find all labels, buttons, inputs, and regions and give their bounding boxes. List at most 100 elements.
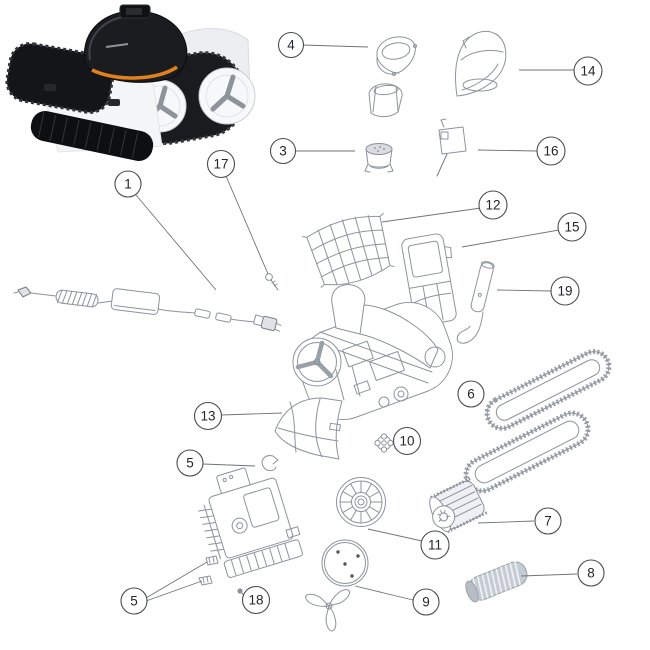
callout-7: 7 bbox=[534, 507, 562, 535]
callout-circle bbox=[114, 170, 142, 198]
leader-line-5b-2 bbox=[145, 580, 203, 602]
callout-4: 4 bbox=[277, 31, 305, 59]
callout-circle bbox=[241, 585, 271, 615]
callout-5-lower: 5 bbox=[120, 587, 148, 615]
callout-number: 5 bbox=[186, 456, 194, 471]
callout-number: 19 bbox=[557, 284, 572, 299]
part-track-belt-upper-drawing bbox=[484, 349, 612, 431]
part-side-panel-drawing bbox=[274, 397, 343, 460]
callout-number: 6 bbox=[467, 387, 475, 402]
part-propeller-drawing bbox=[305, 589, 351, 632]
callout-number: 1 bbox=[124, 177, 132, 192]
callout-number: 16 bbox=[543, 144, 558, 159]
leader-line-15 bbox=[461, 229, 560, 248]
callout-circle bbox=[550, 276, 580, 306]
callout-circle bbox=[412, 588, 440, 616]
callout-16: 16 bbox=[536, 136, 566, 166]
leader-line-13 bbox=[220, 412, 283, 416]
callout-6: 6 bbox=[457, 380, 485, 408]
part-plate-drawing bbox=[321, 539, 369, 587]
part-collar-drawing bbox=[364, 143, 394, 173]
leader-line-5a bbox=[202, 463, 256, 467]
part-gear-nut-drawing bbox=[374, 433, 394, 453]
callouts: 4 14 3 16 17 1 12 15 bbox=[114, 31, 605, 616]
callout-number: 15 bbox=[564, 220, 579, 235]
callout-circle bbox=[120, 587, 148, 615]
callout-13: 13 bbox=[193, 401, 223, 431]
callout-circle bbox=[277, 31, 305, 59]
part-motor-unit-drawing bbox=[198, 467, 303, 578]
leader-line-11 bbox=[367, 528, 423, 542]
front-right-wheel-spokes bbox=[210, 74, 246, 112]
hood bbox=[84, 10, 188, 83]
callout-number: 3 bbox=[279, 144, 287, 159]
leader-line-19 bbox=[496, 289, 552, 292]
part-track-belt-lower-drawing bbox=[463, 410, 591, 494]
callout-5-upper: 5 bbox=[176, 449, 204, 477]
led-strip bbox=[91, 65, 178, 80]
callout-circle bbox=[392, 426, 422, 456]
leader-line-7 bbox=[477, 520, 535, 524]
front-slot-left bbox=[44, 84, 56, 91]
logo-mark bbox=[105, 43, 129, 48]
callout-8: 8 bbox=[577, 559, 605, 587]
callout-circle bbox=[536, 136, 566, 166]
callout-1: 1 bbox=[114, 170, 142, 198]
callout-number: 7 bbox=[544, 514, 552, 529]
callout-number: 13 bbox=[200, 409, 215, 424]
callout-number: 14 bbox=[580, 64, 596, 79]
part-wheel-hub-drawing bbox=[336, 477, 386, 527]
callout-circle bbox=[534, 507, 562, 535]
callout-number: 4 bbox=[287, 38, 295, 53]
callout-circle bbox=[557, 212, 587, 242]
leader-line-5b-1 bbox=[145, 561, 208, 599]
callout-10: 10 bbox=[392, 426, 422, 456]
part-cable-assembly-drawing bbox=[13, 286, 282, 332]
part-clip-lower-1-drawing bbox=[205, 555, 219, 566]
front-slot-right bbox=[108, 99, 120, 106]
leader-line-1 bbox=[135, 194, 217, 291]
part-top-cover-drawing bbox=[376, 36, 417, 76]
callout-number: 11 bbox=[428, 538, 442, 553]
callout-number: 17 bbox=[213, 157, 228, 172]
leader-line-8 bbox=[520, 573, 578, 577]
callout-circle bbox=[573, 56, 603, 86]
part-screw-17-drawing bbox=[265, 273, 279, 291]
callout-number: 18 bbox=[248, 593, 263, 608]
callout-circle bbox=[193, 401, 223, 431]
callout-number: 10 bbox=[399, 434, 414, 449]
front-brush bbox=[30, 111, 154, 161]
callout-circle bbox=[478, 190, 508, 220]
callout-circle bbox=[176, 449, 204, 477]
leader-line-4 bbox=[301, 44, 369, 48]
leader-line-12 bbox=[381, 207, 482, 223]
callout-number: 9 bbox=[422, 595, 430, 610]
callout-circle bbox=[420, 530, 450, 560]
callout-11: 11 bbox=[420, 530, 450, 560]
part-main-chassis-drawing bbox=[292, 284, 453, 421]
callout-14: 14 bbox=[573, 56, 603, 86]
part-filter-screen-drawing bbox=[301, 212, 395, 288]
callout-19: 19 bbox=[550, 276, 580, 306]
callout-12: 12 bbox=[478, 190, 508, 220]
callout-circle bbox=[206, 149, 236, 179]
callout-17: 17 bbox=[206, 149, 236, 179]
callout-3: 3 bbox=[269, 137, 297, 165]
callout-9: 9 bbox=[412, 588, 440, 616]
callout-circle bbox=[457, 380, 485, 408]
part-handle-hook-drawing bbox=[456, 261, 495, 344]
part-brush-drum-drawing bbox=[429, 476, 488, 534]
callout-number: 8 bbox=[587, 566, 595, 581]
top-handle-slot bbox=[126, 8, 142, 15]
part-clip-upper-drawing bbox=[261, 455, 279, 472]
leader-lines bbox=[135, 44, 578, 602]
callout-number: 12 bbox=[485, 198, 500, 213]
leader-line-17 bbox=[225, 175, 269, 275]
part-brush-roller-drawing bbox=[465, 561, 528, 603]
callout-18: 18 bbox=[241, 585, 271, 615]
part-clip-lower-2-drawing bbox=[198, 575, 213, 586]
product-photo bbox=[5, 4, 256, 161]
callout-circle bbox=[269, 137, 297, 165]
